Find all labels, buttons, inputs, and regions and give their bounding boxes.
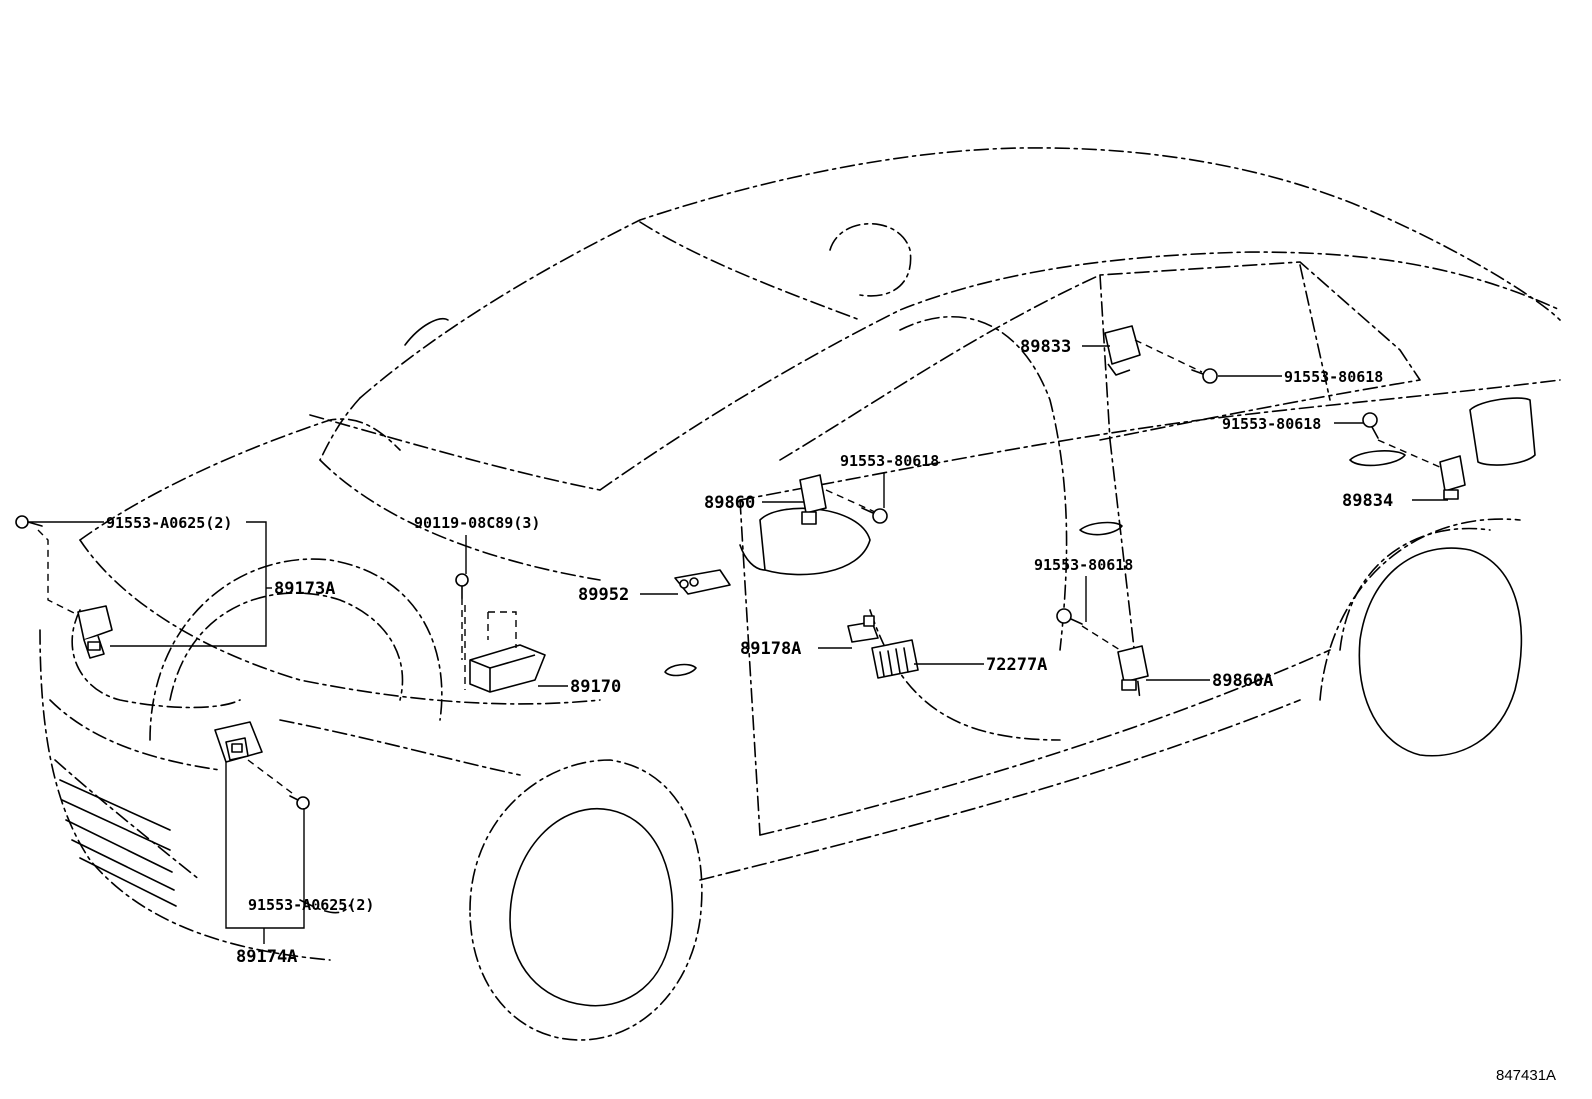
leader-lines [28, 345, 1448, 944]
label-89833[interactable]: 89833 [1020, 337, 1071, 357]
label-89952[interactable]: 89952 [578, 585, 629, 605]
side-sensor-89860[interactable] [799, 474, 827, 525]
label-89174a[interactable]: 89174A [236, 947, 297, 967]
bolt-91553-A0625-upper[interactable] [15, 515, 43, 529]
airbag-sensor-assembly-89170[interactable] [464, 605, 546, 693]
diagram-reference-number: 847431A [1496, 1067, 1556, 1084]
assembly-guide-lines [37, 339, 1443, 797]
label-89860[interactable]: 89860 [704, 493, 755, 513]
side-sensor-89860A[interactable] [1117, 645, 1149, 691]
front-left-sensor-89173A[interactable] [77, 605, 113, 659]
bolt-91553-80618-c[interactable] [1362, 412, 1379, 439]
label-91553-80618-d[interactable]: 91553-80618 [1034, 556, 1133, 574]
label-91553-a0625-upper[interactable]: 91553-A0625(2) [106, 514, 232, 532]
bolt-91553-A0625-lower[interactable] [289, 795, 310, 810]
label-91553-80618-b[interactable]: 91553-80618 [1284, 368, 1383, 386]
label-90119-08c89[interactable]: 90119-08C89(3) [414, 514, 540, 532]
bolt-91553-80618-b[interactable] [1191, 368, 1218, 384]
rear-sensor-89834[interactable] [1439, 455, 1466, 500]
label-72277a[interactable]: 72277A [986, 655, 1047, 675]
label-89170[interactable]: 89170 [570, 677, 621, 697]
label-89173a[interactable]: 89173A [274, 579, 335, 599]
part-labels: 91553-A0625(2) 89173A 90119-08C89(3) 899… [106, 337, 1393, 967]
bolt-90119-08C89[interactable] [455, 573, 469, 599]
connector-72277A[interactable] [871, 639, 919, 679]
label-89834[interactable]: 89834 [1342, 491, 1393, 511]
sensor-89952[interactable] [674, 569, 731, 595]
label-91553-80618-a[interactable]: 91553-80618 [840, 452, 939, 470]
sensor-89178A[interactable] [847, 615, 879, 643]
side-sensor-89833[interactable] [1104, 325, 1141, 376]
front-right-sensor-89174A[interactable] [214, 721, 263, 763]
label-89860a[interactable]: 89860A [1212, 671, 1273, 691]
label-89178a[interactable]: 89178A [740, 639, 801, 659]
bolt-91553-80618-d[interactable] [1056, 608, 1083, 625]
label-91553-80618-c[interactable]: 91553-80618 [1222, 415, 1321, 433]
label-91553-a0625-lower[interactable]: 91553-A0625(2) [248, 896, 374, 914]
bolt-91553-80618-a[interactable] [861, 507, 888, 524]
